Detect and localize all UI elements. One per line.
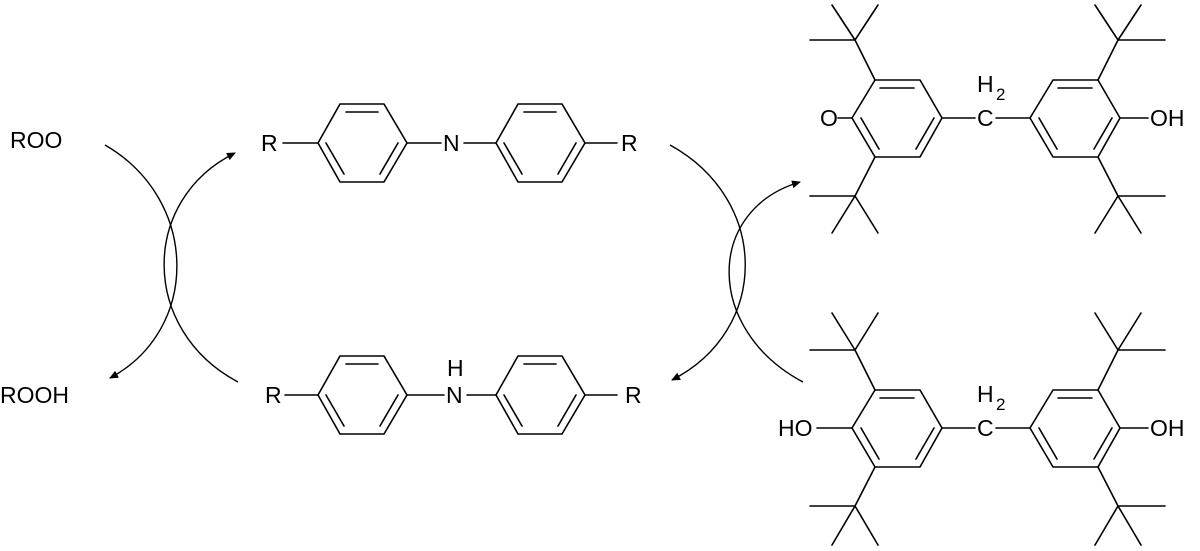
benzene-ring-4	[495, 355, 586, 435]
phenoxyl-radical-structure: O H 2 C OH	[809, 4, 1185, 234]
label-n: N	[443, 130, 460, 156]
label-r: R	[261, 130, 278, 156]
label-rooh: ROOH	[0, 382, 69, 408]
label-r: R	[621, 130, 638, 156]
label-roo: ROO	[10, 127, 62, 153]
label-oh: OH	[1150, 415, 1185, 441]
benzene-ring-6	[1029, 79, 1121, 158]
diarylamine-structure: R H N R	[265, 355, 642, 435]
arrow-amine-to-aminyl	[163, 152, 239, 383]
label-o: O	[820, 105, 838, 131]
label-oh: OH	[1150, 105, 1185, 131]
benzene-ring-2	[495, 103, 586, 183]
label-nh-n: N	[446, 382, 463, 408]
label-h2-sub: 2	[996, 85, 1005, 104]
benzene-ring-1	[317, 103, 408, 183]
right-cycle-arrows	[669, 144, 804, 383]
label-h2-sub: 2	[996, 395, 1005, 414]
label-ho: HO	[778, 415, 813, 441]
arrow-bisphenol-to-phenoxyl	[728, 180, 804, 383]
bisphenol-structure: HO H 2 C OH	[778, 312, 1185, 546]
aminyl-radical-structure: R N R	[261, 103, 638, 183]
label-r: R	[625, 382, 642, 408]
left-cycle-arrows	[104, 144, 239, 383]
label-nh-h: H	[447, 355, 464, 381]
arrow-roo-to-rooh	[104, 144, 178, 379]
benzene-ring-8	[1029, 389, 1121, 468]
label-h2-h: H	[977, 381, 994, 407]
label-c: C	[977, 105, 994, 131]
benzene-ring-3	[317, 355, 408, 435]
benzene-ring-5	[851, 79, 943, 158]
benzene-ring-7	[851, 389, 943, 468]
label-h2-h: H	[977, 71, 994, 97]
arrow-aminyl-to-amine	[669, 144, 746, 381]
label-c: C	[977, 415, 994, 441]
label-r: R	[265, 382, 282, 408]
